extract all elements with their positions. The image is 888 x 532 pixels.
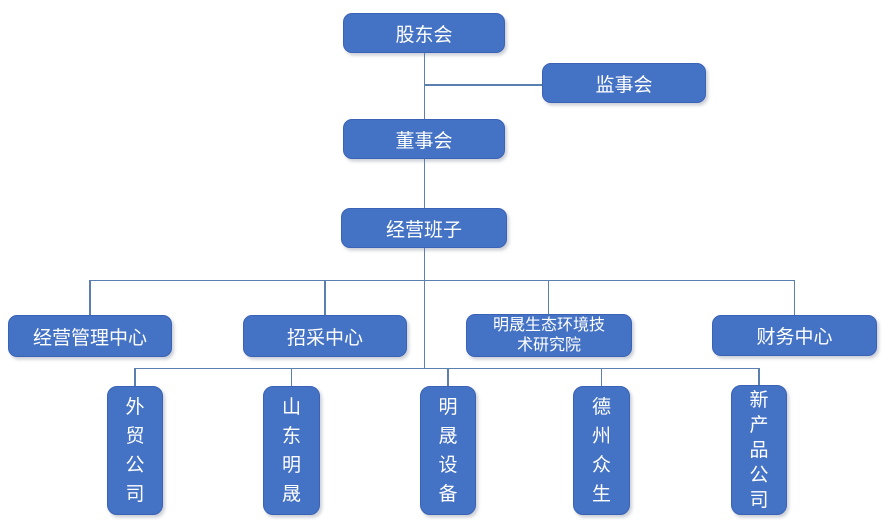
org-node-procurement-center: 招采中心 (243, 315, 407, 357)
connector-drop-dezhou-zhongsheng (600, 368, 603, 386)
org-node-label: 新产品公司 (749, 389, 769, 511)
connector-drop-finance (793, 280, 796, 315)
org-node-dezhou-zhongsheng: 德州众生 (573, 386, 630, 515)
org-node-new-product-company: 新产品公司 (731, 385, 787, 515)
org-node-label: 股东会 (395, 24, 453, 46)
org-node-shandong-mingsheng: 山东明晟 (263, 386, 320, 515)
org-node-supervisory-board: 监事会 (542, 63, 706, 103)
connector-drop-mingsheng-equipment (447, 368, 449, 386)
connector-drop-operation-management (89, 280, 91, 315)
org-node-research-institute: 明晟生态环境技 术研究院 (466, 314, 632, 357)
connector-centers-bus (89, 279, 795, 281)
org-node-mingsheng-equipment: 明晟设备 (420, 386, 476, 515)
connector-shareholders-supervisory (424, 84, 542, 86)
org-node-label: 山东明晟 (281, 396, 301, 505)
org-node-label: 经营班子 (385, 219, 462, 241)
org-node-operation-management-center: 经营管理中心 (8, 315, 172, 357)
connector-drop-foreign-trade (134, 368, 136, 386)
org-node-label: 财务中心 (756, 327, 833, 348)
connector-management-trunk (423, 248, 425, 368)
connector-drop-new-product (758, 368, 760, 385)
org-node-label: 经营管理中心 (32, 327, 147, 349)
org-node-management-team: 经营班子 (341, 208, 507, 248)
org-node-finance-center: 财务中心 (712, 315, 877, 356)
org-node-label: 明晟生态环境技 术研究院 (492, 316, 605, 354)
org-node-label: 董事会 (395, 130, 453, 152)
org-node-label: 明晟设备 (438, 396, 458, 505)
org-node-label: 招采中心 (286, 327, 363, 349)
org-node-label: 外贸公司 (125, 396, 145, 505)
org-node-foreign-trade-company: 外贸公司 (107, 386, 163, 515)
connector-drop-procurement (324, 280, 326, 315)
org-node-label: 德州众生 (591, 396, 611, 505)
org-node-shareholders: 股东会 (343, 13, 505, 53)
org-node-label: 监事会 (595, 74, 653, 96)
connector-shareholders-board (423, 53, 425, 119)
connector-companies-bus (135, 367, 759, 369)
connector-drop-research (547, 280, 550, 315)
connector-board-management (423, 159, 425, 208)
org-node-board-of-directors: 董事会 (343, 119, 505, 159)
connector-drop-shandong-mingsheng (290, 368, 293, 386)
